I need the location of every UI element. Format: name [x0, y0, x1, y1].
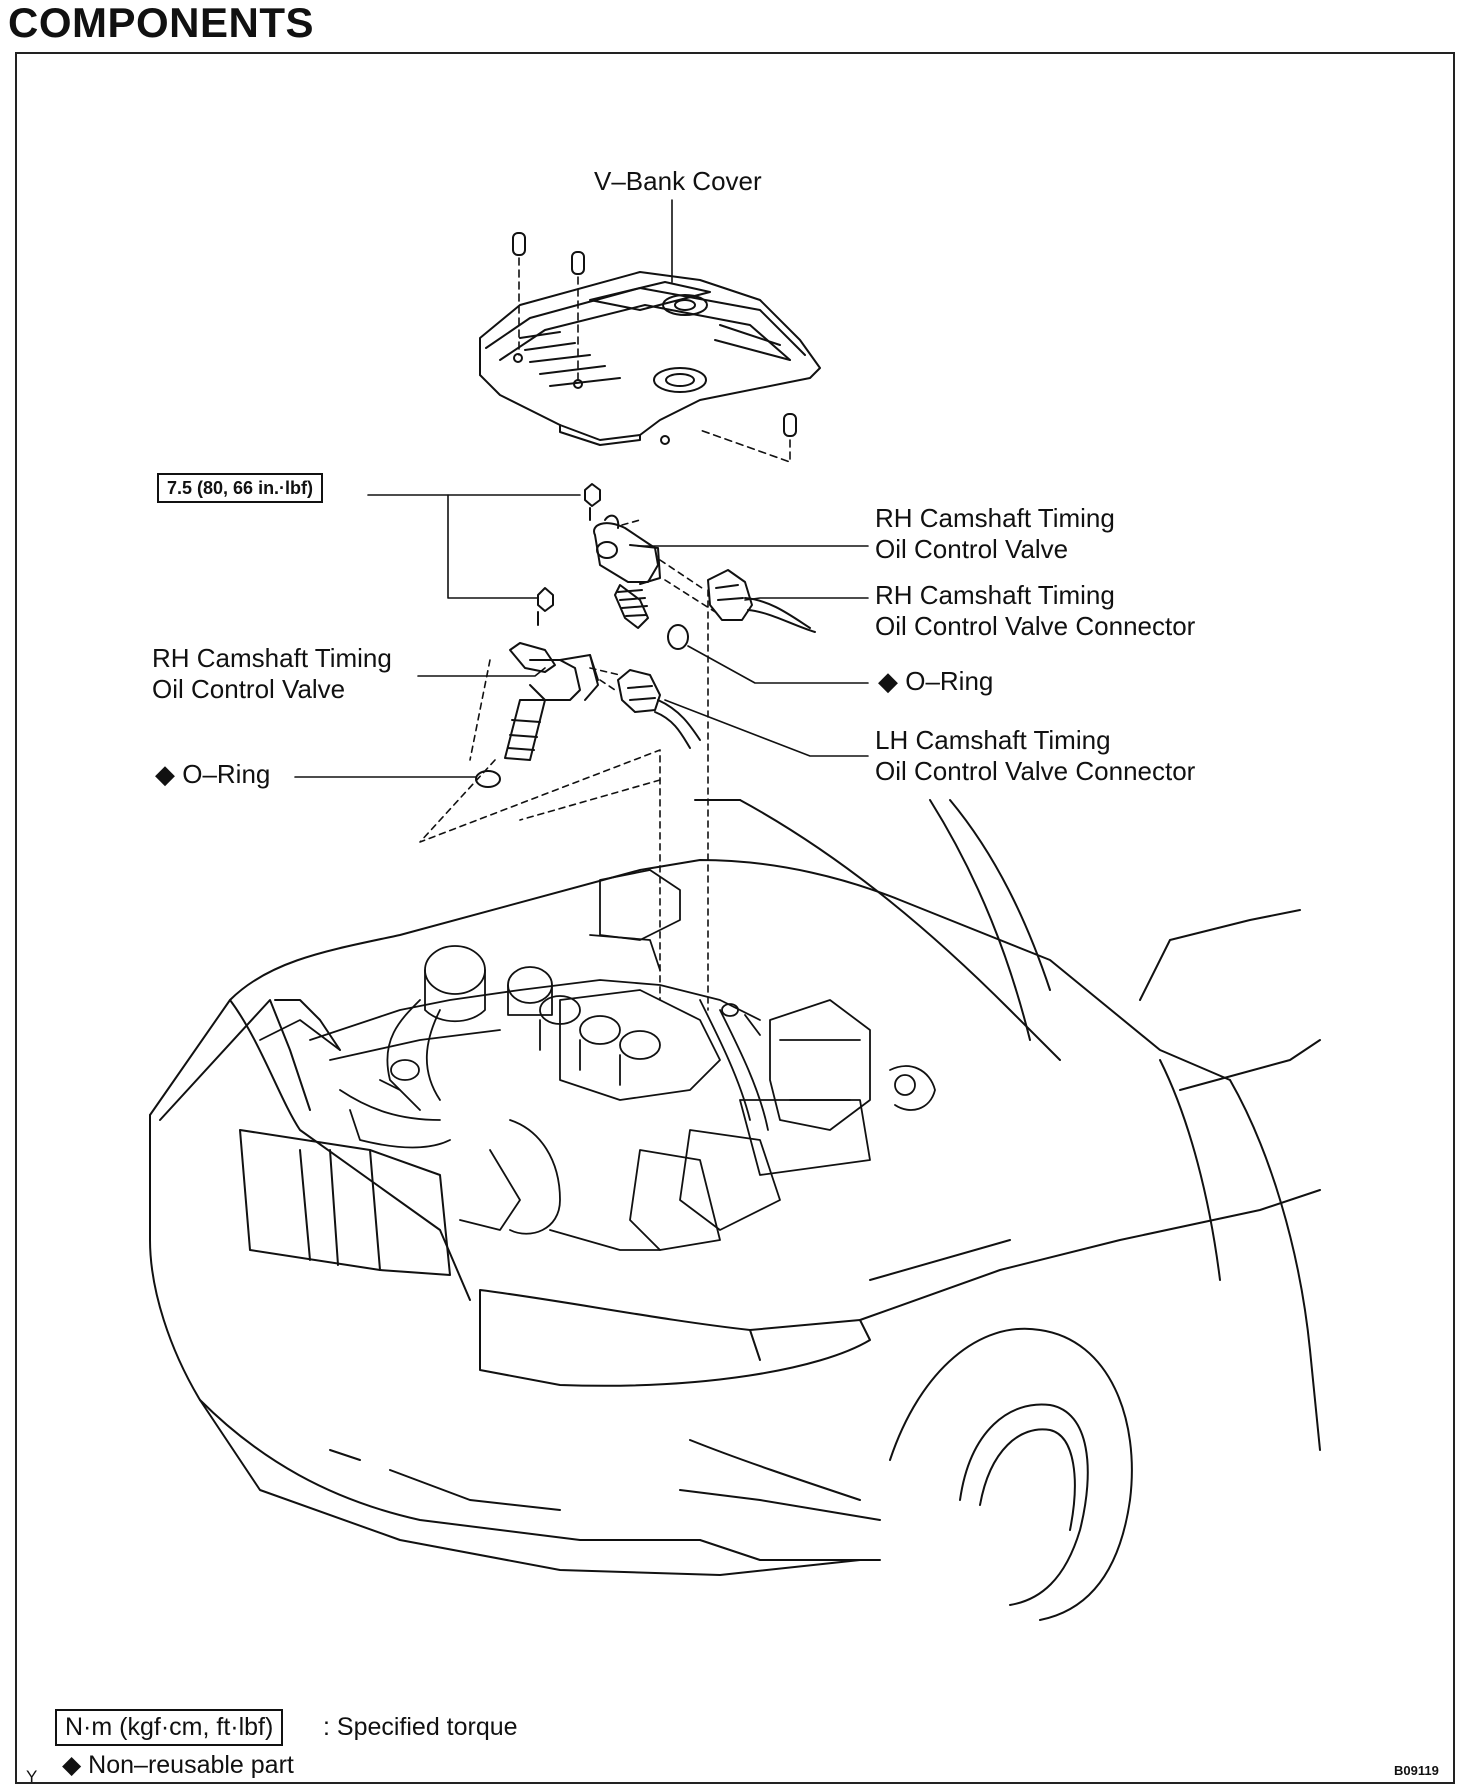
o-ring-left — [475, 770, 501, 788]
corner-mark: Y — [26, 1767, 38, 1786]
label-rh-connector-line2: Oil Control Valve Connector — [875, 611, 1196, 641]
leader-lines — [294, 494, 869, 778]
grommets — [512, 232, 797, 437]
torque-value-box: 7.5 (80, 66 in.·lbf) — [157, 473, 324, 503]
label-o-ring-right: ◆ O–Ring — [878, 666, 994, 696]
label-lh-connector-line2: Oil Control Valve Connector — [875, 756, 1196, 786]
car-body — [149, 799, 1321, 1621]
page-title: COMPONENTS — [8, 0, 315, 46]
o-ring-right — [667, 624, 689, 650]
label-rh-valve-left-line1: RH Camshaft Timing — [152, 643, 392, 673]
label-rh-connector-line1: RH Camshaft Timing — [875, 580, 1115, 610]
diagram-frame — [15, 52, 1455, 1784]
v-bank-cover — [479, 271, 821, 446]
label-rh-valve-left-line2: Oil Control Valve — [152, 674, 346, 704]
label-o-ring-left: ◆ O–Ring — [155, 759, 271, 789]
legend-non-reusable: ◆ Non–reusable part — [62, 1751, 294, 1779]
label-lh-connector-line1: LH Camshaft Timing — [875, 725, 1111, 755]
rh-connector — [707, 569, 816, 633]
legend-torque-description: : Specified torque — [323, 1713, 518, 1741]
lh-connector — [617, 669, 701, 749]
label-rh-valve-top-line1: RH Camshaft Timing — [875, 503, 1115, 533]
label-v-bank-cover: V–Bank Cover — [594, 166, 762, 196]
legend-torque-unit-box: N·m (kgf·cm, ft·lbf) — [55, 1709, 284, 1746]
figure-code: B09119 — [1394, 1763, 1439, 1778]
label-rh-valve-top-line2: Oil Control Valve — [875, 534, 1069, 564]
rh-oil-control-valve-top — [584, 483, 661, 629]
rh-oil-control-valve-left — [504, 587, 599, 761]
grommet-guide-lines — [518, 257, 791, 463]
engine-bay — [259, 869, 936, 1251]
